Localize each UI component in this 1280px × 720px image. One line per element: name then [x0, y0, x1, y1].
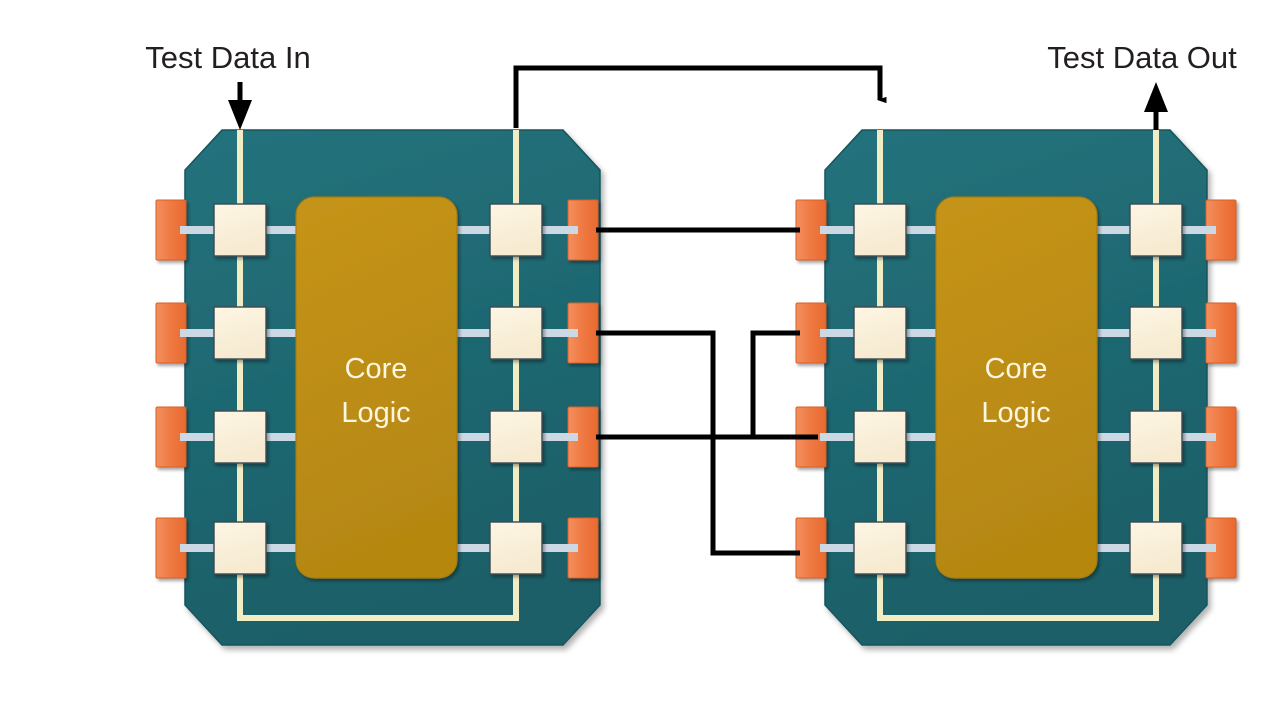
- test-data-out-label: Test Data Out: [1047, 40, 1237, 75]
- bsr-l2[interactable]: [213, 306, 267, 360]
- board-net-row2-branch[interactable]: [710, 437, 800, 556]
- bsr-l1[interactable]: [853, 203, 907, 257]
- scan-chain-bridge[interactable]: [513, 65, 887, 128]
- bsr-l3[interactable]: [853, 410, 907, 464]
- test-data-out-group: Test Data Out: [1047, 40, 1237, 130]
- chip-right-pins-right: [1205, 199, 1237, 579]
- chip-right-pins-left: [795, 199, 827, 579]
- board-net-row2-cross[interactable]: [596, 330, 716, 437]
- chip-left-scan-chain: [237, 130, 519, 621]
- chip-left-bsr-left-column: [213, 203, 267, 575]
- chip-right[interactable]: Core Logic: [795, 129, 1237, 646]
- bsr-l1[interactable]: [213, 203, 267, 257]
- bsr-r4[interactable]: [489, 521, 543, 575]
- bsr-r1[interactable]: [489, 203, 543, 257]
- chip-left-bsr-right-column: [489, 203, 543, 575]
- bsr-r1[interactable]: [1129, 203, 1183, 257]
- chip-right-bsr-right-column: [1129, 203, 1183, 575]
- chip-right-core-logic[interactable]: [935, 196, 1098, 579]
- bsr-r2[interactable]: [489, 306, 543, 360]
- bsr-r3[interactable]: [489, 410, 543, 464]
- chip-left-core-label-line2: Logic: [341, 397, 410, 429]
- chip-right-core-label-line1: Core: [985, 353, 1048, 385]
- bsr-l3[interactable]: [213, 410, 267, 464]
- chip-right-bsr-left-column: [853, 203, 907, 575]
- chip-left-core-label-line1: Core: [345, 353, 408, 385]
- board-interconnects: [513, 65, 887, 556]
- test-data-in-label: Test Data In: [145, 40, 310, 75]
- chip-left-pins-left: [155, 199, 187, 579]
- bsr-r4[interactable]: [1129, 521, 1183, 575]
- chip-left[interactable]: Core Logic: [155, 129, 601, 646]
- bsr-r2[interactable]: [1129, 306, 1183, 360]
- chip-right-core-label-line2: Logic: [981, 397, 1050, 429]
- board-net-row3-riser[interactable]: [750, 330, 800, 437]
- bsr-r3[interactable]: [1129, 410, 1183, 464]
- bsr-l4[interactable]: [853, 521, 907, 575]
- test-data-in-arrowhead: [228, 100, 252, 130]
- test-data-in-group: Test Data In: [145, 40, 311, 130]
- test-data-out-arrowhead: [1144, 82, 1168, 112]
- bsr-l2[interactable]: [853, 306, 907, 360]
- bsr-l4[interactable]: [213, 521, 267, 575]
- chip-left-core-logic[interactable]: [295, 196, 458, 579]
